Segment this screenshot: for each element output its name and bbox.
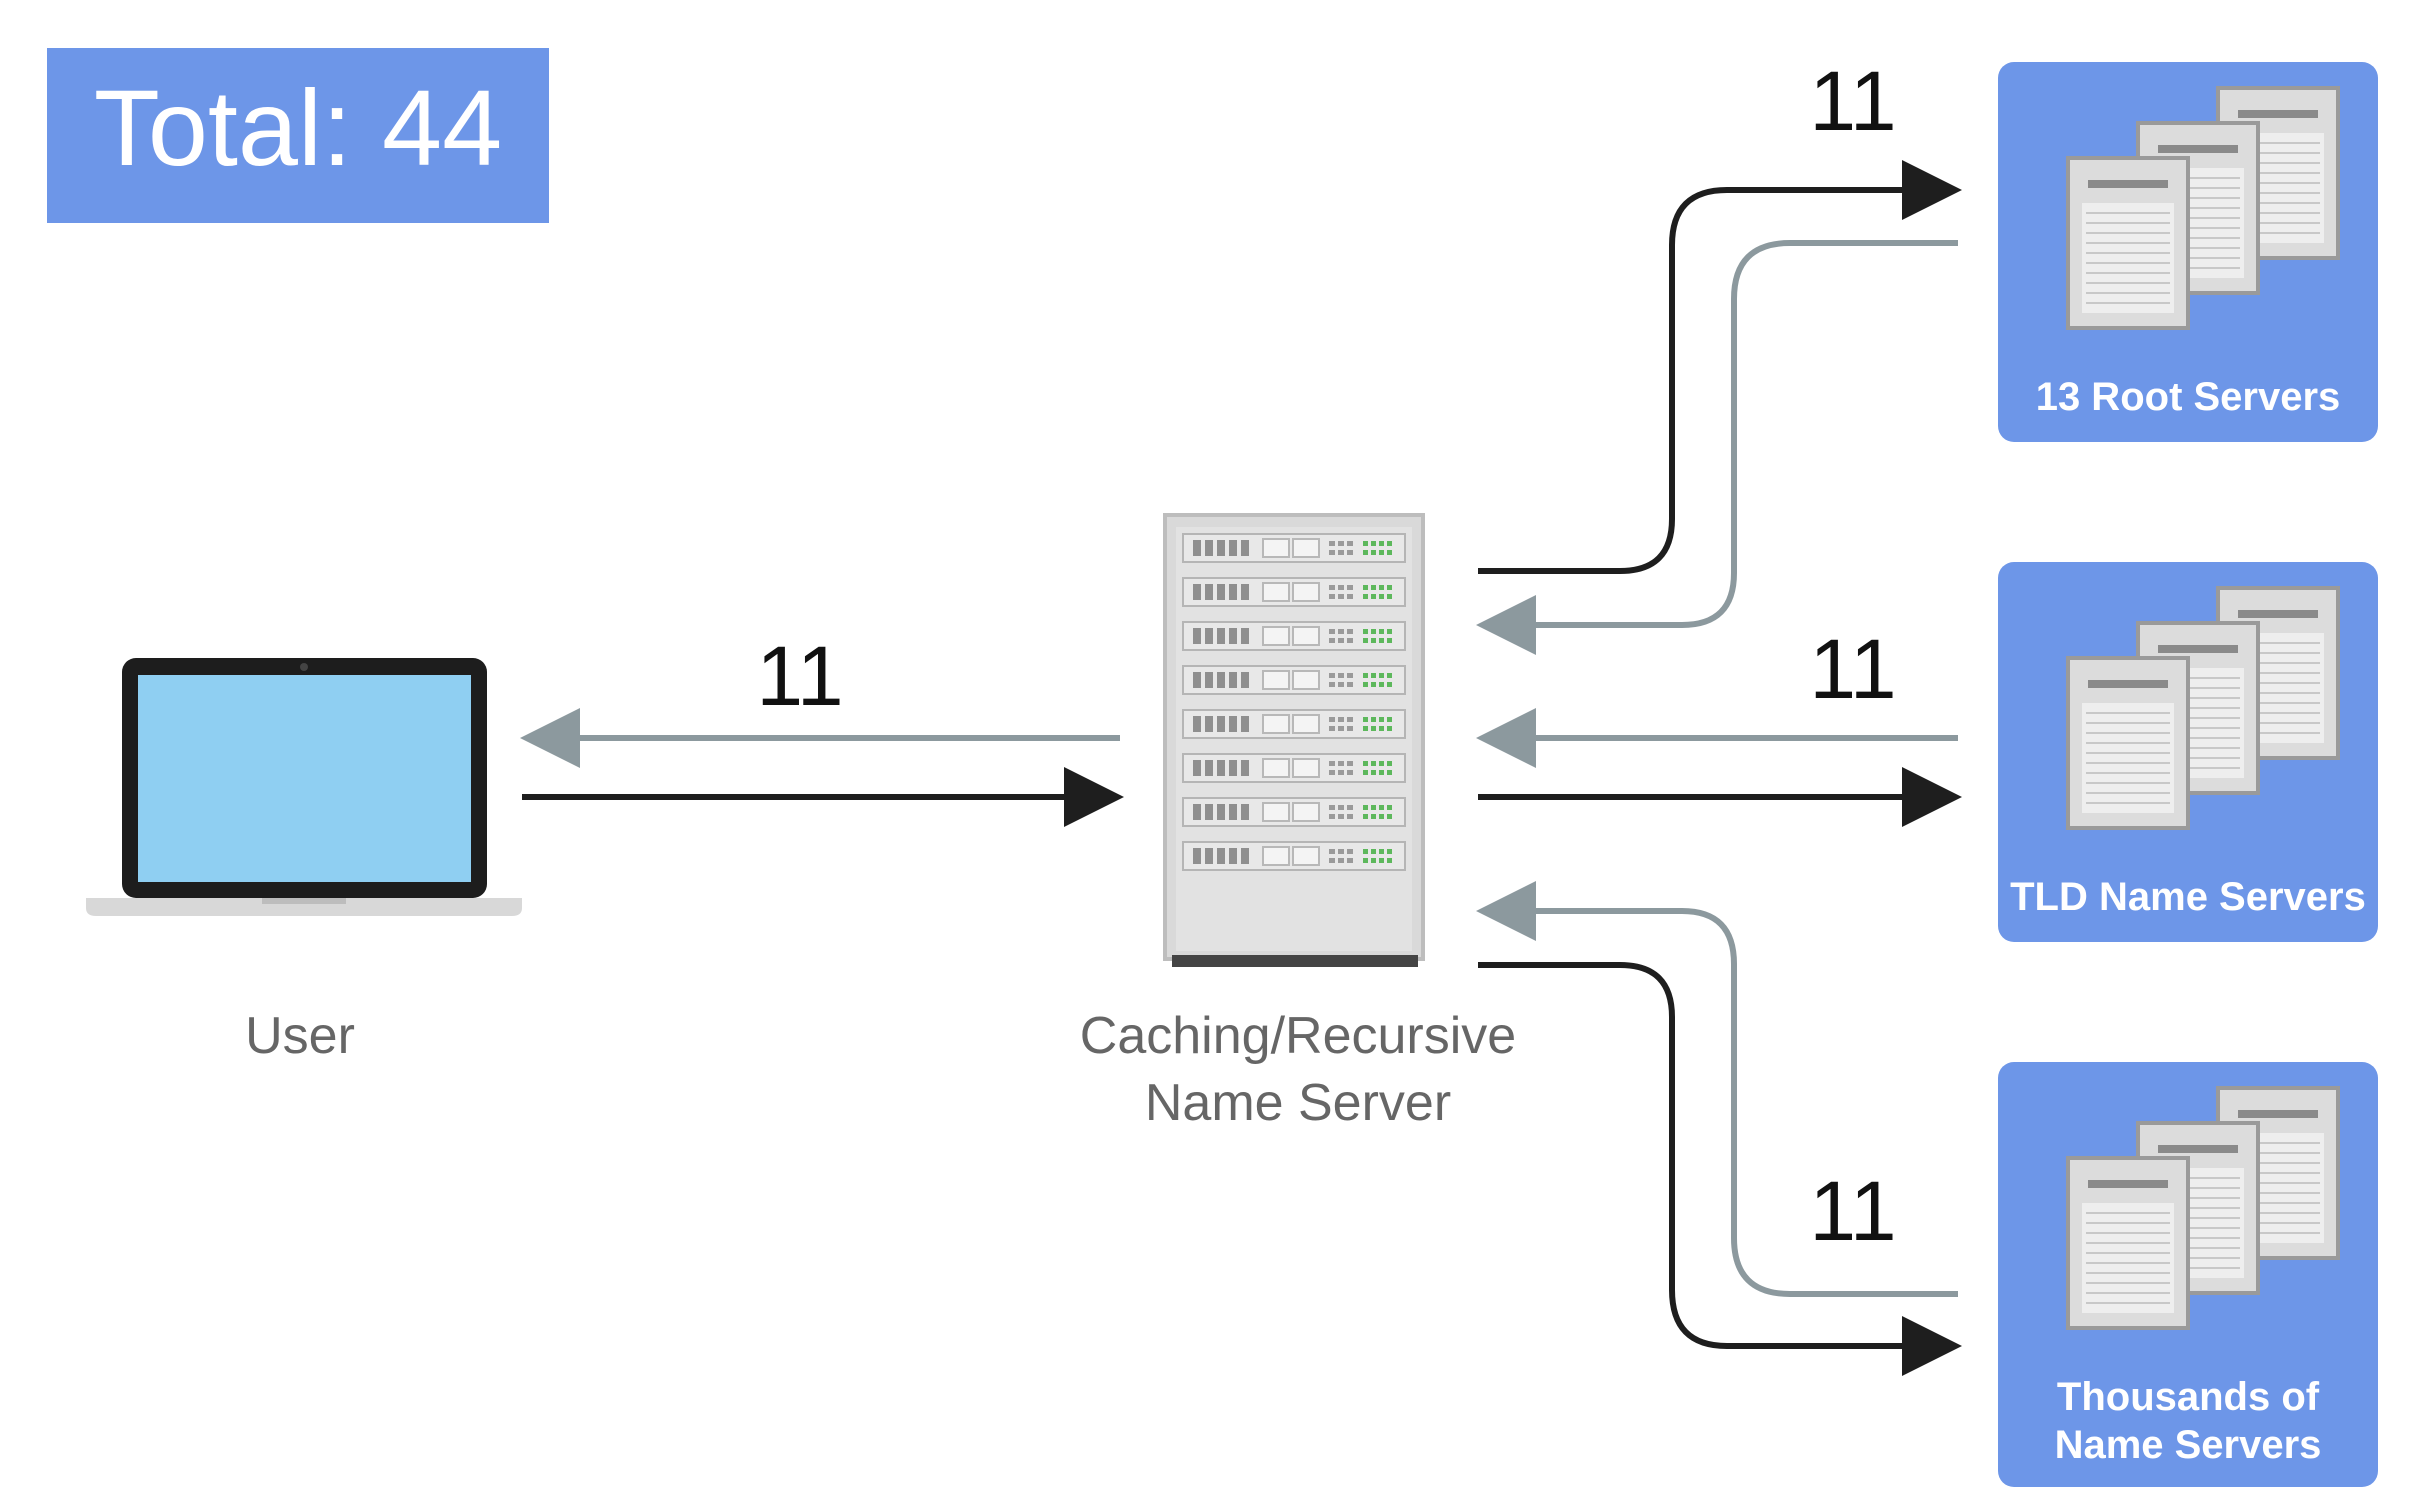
authoritative-link-count: 11 <box>1809 1164 1896 1258</box>
user-link-count: 11 <box>756 629 843 723</box>
root-servers-box: 13 Root Servers <box>1998 62 2378 442</box>
resolver-label-line2: Name Server <box>1145 1074 1451 1132</box>
response-arrow-from-root <box>1476 240 1958 655</box>
tld-servers-box: TLD Name Servers <box>1998 562 2378 942</box>
root-servers-label: 13 Root Servers <box>2036 375 2341 419</box>
laptop-icon <box>86 658 522 916</box>
user-label: User <box>245 1007 355 1065</box>
total-badge: Total: 44 <box>47 48 549 223</box>
total-label: Total: 44 <box>94 67 502 188</box>
laptop-screen <box>138 675 471 882</box>
authoritative-servers-box: Thousands of Name Servers <box>1998 1062 2378 1487</box>
resolver-label-line1: Caching/Recursive <box>1080 1007 1516 1065</box>
request-arrow-to-authoritative <box>1478 962 1962 1376</box>
request-arrow-to-root <box>1478 160 1962 574</box>
authoritative-servers-label-line2: Name Servers <box>2055 1423 2322 1467</box>
authoritative-servers-label-line1: Thousands of <box>2057 1375 2320 1419</box>
rack-server-icon <box>1163 513 1425 967</box>
root-link-count: 11 <box>1809 54 1896 148</box>
response-arrow-from-authoritative <box>1476 881 1958 1297</box>
total-badge-box <box>47 48 549 223</box>
tld-servers-label: TLD Name Servers <box>2010 875 2366 919</box>
tld-link-count: 11 <box>1809 622 1896 716</box>
